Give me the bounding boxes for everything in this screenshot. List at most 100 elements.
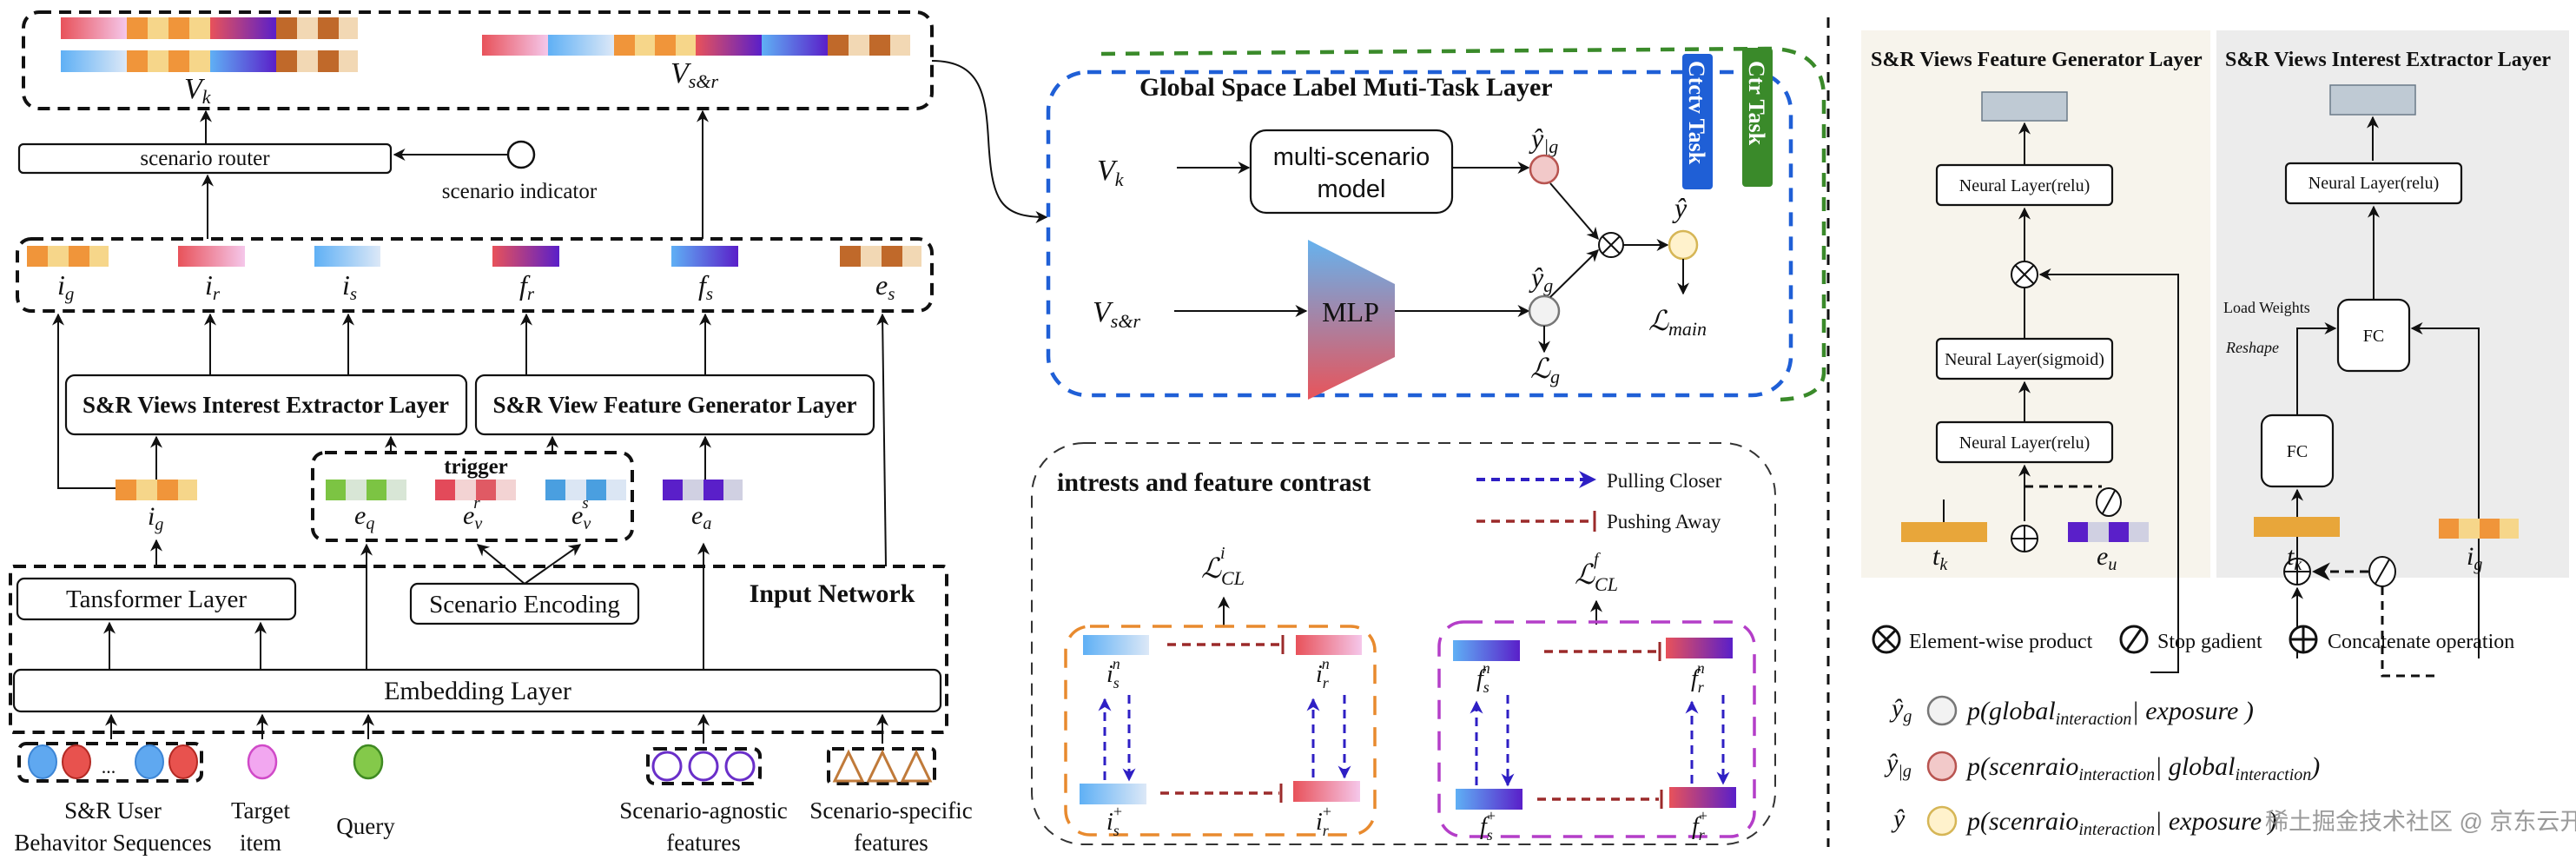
svg-text:p(scenraiointeraction| exposur: p(scenraiointeraction| exposure ) (1965, 807, 2277, 839)
input-label-specific-1: Scenario-specific (809, 797, 972, 824)
ctr-task-boundary (1100, 46, 1826, 402)
interest-extractor-detail: S&R Views Interest Extractor Layer Neura… (2216, 30, 2569, 678)
input-label-agnostic-1: Scenario-agnostic (619, 797, 787, 824)
legend-prob-y-given-g: ŷ|g p(scenraiointeraction| globalinterac… (1884, 749, 2320, 784)
label-evr: evr (463, 494, 482, 533)
fg-tk-vector (1901, 522, 1987, 542)
vector-ir (178, 246, 245, 267)
label-fr: fr (519, 269, 535, 304)
input-label-query: Query (336, 813, 395, 839)
interest-extractor-label: S&R Views Interest Extractor Layer (83, 392, 449, 418)
fg-concat-icon (2011, 525, 2038, 552)
scenario-router-box (17, 142, 393, 175)
load-weights-label: Load Weights (2223, 299, 2310, 316)
contrast-box (1031, 442, 1776, 845)
bar-fs-n (1453, 640, 1520, 661)
vector-es (840, 246, 921, 267)
fg-layer-sigmoid-label: Neural Layer(sigmoid) (1945, 350, 2104, 369)
vk-label: Vk (184, 73, 212, 108)
input-network-box (9, 565, 948, 734)
bar-fr-p (1669, 787, 1736, 808)
scenario-agnostic-icons (646, 747, 762, 785)
ie-layer-relu (2284, 162, 2463, 205)
svg-text:ŷ: ŷ (1891, 804, 1906, 833)
behavior-sequence-icons: ... (17, 742, 203, 783)
label-is-p: is+ (1106, 803, 1123, 839)
interest-contrast-group (1064, 625, 1377, 837)
fg-output (1981, 91, 2068, 122)
mt-vsr-label: Vs&r (1093, 296, 1140, 332)
label-ir-p: ir+ (1316, 803, 1332, 839)
bar-ir-p (1293, 781, 1360, 802)
fg-layer-sigmoid (1935, 337, 2114, 380)
multi-scenario-line1: multi-scenario (1273, 143, 1430, 171)
svg-text:ŷ|g: ŷ|g (1884, 749, 1912, 781)
ctcv-task-boundary (1046, 69, 1793, 398)
svg-text:...: ... (102, 756, 116, 777)
svg-text:p(globalinteraction| exposure: p(globalinteraction| exposure ) (1965, 697, 2254, 729)
vector-eq (326, 480, 406, 500)
feature-generator-label: S&R View Feature Generator Layer (493, 392, 857, 418)
ie-ig-label: ig (2467, 542, 2482, 574)
ie-output (2329, 84, 2416, 116)
feature-generator-detail: S&R Views Feature Generator Layer Neural… (1861, 30, 2210, 673)
trigger-box (311, 451, 634, 542)
y-hat-label: ŷ (1672, 192, 1688, 223)
loss-cl-f: ℒCLf (1575, 550, 1618, 595)
input-label-behavior-2: Behavitor Sequences (14, 830, 211, 856)
ctcv-task-badge (1682, 54, 1713, 189)
y-given-g-node (1529, 154, 1560, 185)
bar-ir-n (1296, 635, 1362, 655)
multi-scenario-line2: model (1318, 175, 1386, 203)
scenario-indicator-icon (506, 140, 536, 169)
vsr-label: Vs&r (670, 57, 718, 92)
label-evs: evs (571, 494, 591, 533)
legend-prob-yg: ŷg p(globalinteraction| exposure ) (1889, 694, 2254, 729)
interest-extractor-box (64, 374, 468, 436)
vector-fr (492, 246, 559, 267)
legend-push-label: Pushing Away (1607, 511, 1721, 533)
input-network-label: Input Network (750, 579, 915, 608)
label-is-n: isn (1106, 655, 1120, 691)
scenario-router-label: scenario router (140, 147, 270, 170)
watermark: 稀土掘金技术社区 @ 京东云开发者 (2265, 809, 2576, 835)
feature-generator-box (474, 374, 875, 436)
legend: Element-wise product Stop gadient Concat… (1872, 625, 2576, 839)
ie-layer-relu-label: Neural Layer(relu) (2308, 174, 2439, 193)
transformer-layer-label: Tansformer Layer (66, 585, 247, 613)
ie-tk-label: tk (2287, 542, 2302, 574)
fg-layer-relu-top-label: Neural Layer(relu) (1959, 176, 2090, 195)
bar-is-p (1080, 784, 1146, 804)
fg-tk-label: tk (1932, 542, 1948, 574)
ie-fc-top (2336, 298, 2411, 373)
loss-g-label: ℒg (1530, 353, 1560, 387)
mlp-block (1308, 240, 1395, 400)
legend-prob-y-hat: ŷ p(scenraiointeraction| exposure ) (1891, 804, 2277, 839)
vector-evs (545, 480, 626, 500)
contrast-panel: intrests and feature contrast Pulling Cl… (1031, 442, 1776, 845)
ctcv-task-label: Ctctv Task (1684, 61, 1709, 165)
loss-cl-i: ℒCLi (1201, 544, 1245, 589)
ie-fc-top-label: FC (2363, 327, 2384, 346)
multi-task-title: Global Space Label Muti-Task Layer (1139, 73, 1553, 102)
ctr-task-badge (1742, 48, 1773, 187)
vector-is (314, 246, 380, 267)
label-fs-p: fs+ (1480, 807, 1496, 843)
input-label-target-1: Target (231, 797, 291, 824)
output-vectors-box (22, 10, 934, 110)
vector-ea (663, 480, 743, 500)
ie-title: S&R Views Interest Extractor Layer (2225, 49, 2551, 71)
y-hat-legend-node (1926, 805, 1958, 837)
bar-is-n (1083, 635, 1149, 655)
input-label-specific-2: features (854, 830, 928, 856)
label-fs: fs (698, 269, 713, 304)
fg-product-icon (2011, 261, 2038, 288)
ie-fc-bottom-label: FC (2287, 442, 2308, 461)
fg-layer-relu-top (1935, 163, 2114, 207)
input-label-agnostic-2: features (666, 830, 740, 856)
y-given-g-label: ŷ|g (1529, 122, 1558, 157)
query-icon (353, 744, 384, 780)
mt-vk-label: Vk (1097, 155, 1125, 190)
scenario-encoding-label: Scenario Encoding (429, 591, 620, 619)
